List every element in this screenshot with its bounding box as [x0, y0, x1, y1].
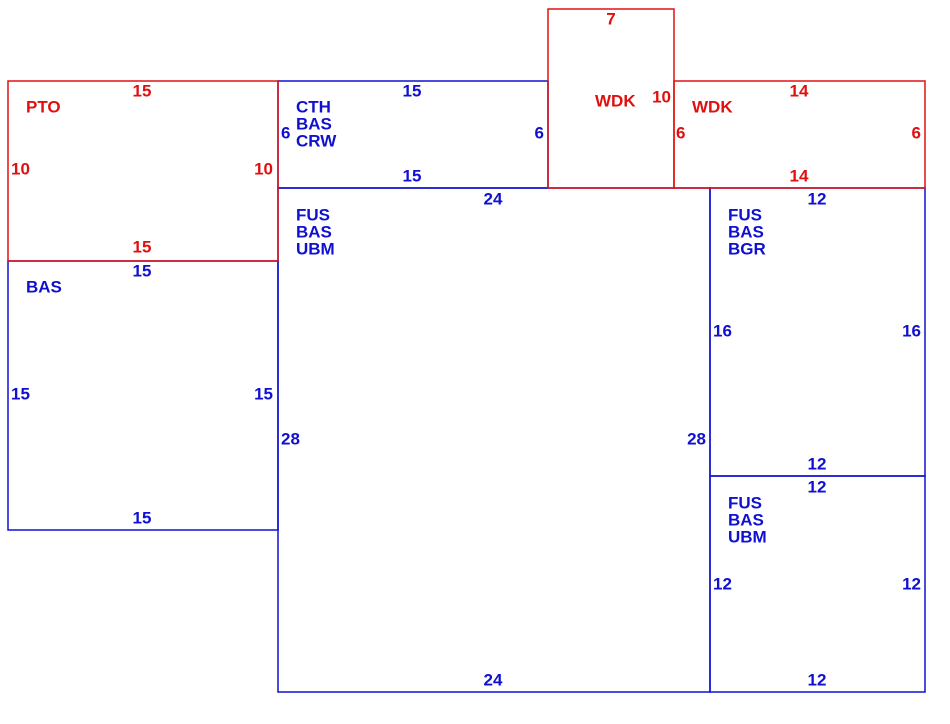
fus-main-dim-top: 24 — [484, 189, 503, 208]
bas-left-dim-bottom: 15 — [133, 508, 152, 527]
fus-br-dim-left: 12 — [713, 574, 732, 593]
bas-left-dim-top: 15 — [133, 261, 152, 280]
fus-bgr-dim-right: 16 — [902, 321, 921, 340]
fus-main-code-1: FUS — [296, 205, 330, 224]
wdk-right-code: WDK — [692, 97, 733, 116]
fus-br-code-1: FUS — [728, 493, 762, 512]
bas-left-outline — [7, 260, 279, 531]
fus-br-code-2: BAS — [728, 510, 764, 529]
fus-bgr-dim-bottom: 12 — [808, 454, 827, 473]
bas-left-code: BAS — [26, 277, 62, 296]
pto-dim-top: 15 — [133, 81, 152, 100]
fus-br-outline — [709, 475, 926, 693]
cth-code-1: CTH — [296, 97, 331, 116]
pto-dim-right: 10 — [254, 159, 273, 178]
fus-br-code-3: UBM — [728, 527, 767, 546]
wdk-small-dim-top: 7 — [606, 9, 615, 28]
fus-main-dim-left: 28 — [281, 429, 300, 448]
fus-bgr-code-3: BGR — [728, 239, 766, 258]
cth-code-3: CRW — [296, 131, 337, 150]
fus-br-dim-bottom: 12 — [808, 670, 827, 689]
fus-br-dim-top: 12 — [808, 477, 827, 496]
bas-left-dim-right: 15 — [254, 384, 273, 403]
fus-main-dim-bottom: 24 — [484, 670, 503, 689]
cth-dim-top: 15 — [403, 81, 422, 100]
wdk-small-dim-right: 10 — [652, 87, 671, 106]
pto-code: PTO — [26, 97, 61, 116]
pto-dim-left: 10 — [11, 159, 30, 178]
wdk-right-dim-top: 14 — [790, 81, 809, 100]
fus-main-code-2: BAS — [296, 222, 332, 241]
fus-main-outline — [277, 187, 711, 693]
cth-dim-left: 6 — [281, 123, 290, 142]
bas-left-dim-left: 15 — [11, 384, 30, 403]
wdk-right-outline — [673, 80, 926, 189]
fus-bgr-dim-top: 12 — [808, 189, 827, 208]
wdk-right-dim-right: 6 — [912, 123, 921, 142]
cth-dim-bottom: 15 — [403, 166, 422, 185]
wdk-right-dim-bottom: 14 — [790, 166, 809, 185]
fus-bgr-code-2: BAS — [728, 222, 764, 241]
cth-code-2: BAS — [296, 114, 332, 133]
fus-main-dim-right: 28 — [687, 429, 706, 448]
wdk-small-code: WDK — [595, 91, 636, 110]
fus-bgr-dim-left: 16 — [713, 321, 732, 340]
pto-outline — [7, 80, 279, 262]
wdk-right-dim-left: 6 — [676, 123, 685, 142]
fus-br-dim-right: 12 — [902, 574, 921, 593]
pto-dim-bottom: 15 — [133, 237, 152, 256]
fus-main-code-3: UBM — [296, 239, 335, 258]
cth-dim-right: 6 — [535, 123, 544, 142]
fus-bgr-code-1: FUS — [728, 205, 762, 224]
